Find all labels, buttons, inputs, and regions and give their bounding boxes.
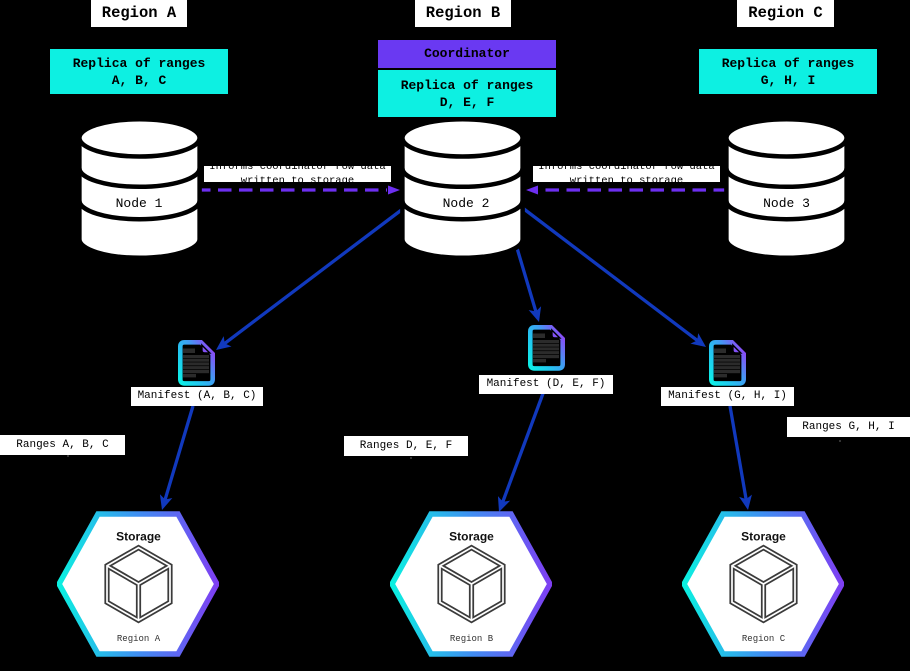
svg-text:Region B: Region B [450, 634, 494, 644]
svg-text:Storage: Storage [449, 530, 494, 544]
svg-text:Storage: Storage [116, 530, 161, 544]
svg-text:Region A: Region A [117, 634, 161, 644]
svg-text:Storage: Storage [741, 530, 786, 544]
svg-text:Region C: Region C [742, 634, 786, 644]
